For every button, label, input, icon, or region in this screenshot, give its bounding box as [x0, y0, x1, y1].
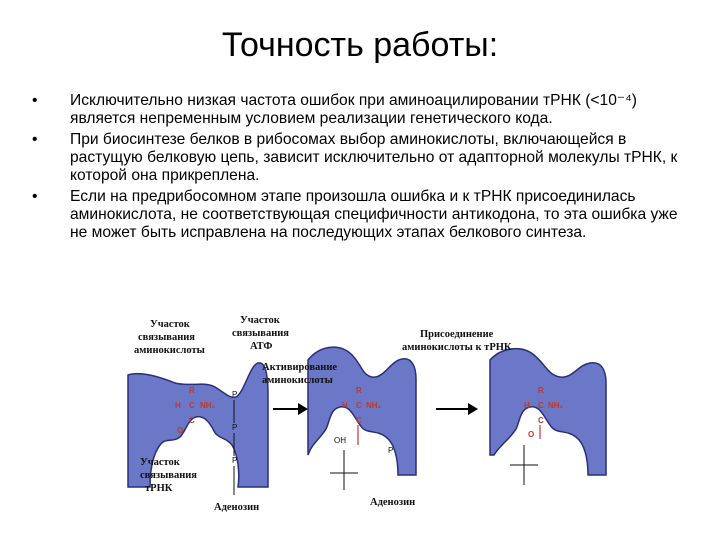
- bullet-item: • Исключительно низкая частота ошибок пр…: [32, 92, 682, 128]
- svg-text:H: H: [524, 401, 530, 410]
- bullet-marker: •: [32, 92, 38, 109]
- svg-text:C: C: [356, 416, 362, 425]
- svg-text:C: C: [189, 416, 195, 425]
- svg-text:C: C: [356, 401, 362, 410]
- svg-text:C: C: [189, 401, 195, 410]
- svg-text:NH₂: NH₂: [366, 401, 382, 410]
- bullet-marker: •: [32, 188, 38, 205]
- svg-text:R: R: [356, 386, 362, 395]
- bullet-text: Если на предрибосомном этапе произошла о…: [70, 188, 678, 241]
- bullet-marker: •: [32, 131, 38, 148]
- bullet-list: • Исключительно низкая частота ошибок пр…: [32, 92, 682, 245]
- svg-text:NH₂: NH₂: [200, 401, 216, 410]
- bullet-text: Исключительно низкая частота ошибок при …: [70, 92, 638, 127]
- enzyme-shape-3: [489, 348, 607, 476]
- adenosine-label-1: Аденозин: [214, 502, 259, 513]
- svg-text:OH: OH: [334, 436, 346, 445]
- svg-text:O: O: [177, 426, 183, 435]
- svg-text:P: P: [388, 446, 393, 455]
- svg-text:C: C: [538, 416, 544, 425]
- svg-text:H: H: [342, 401, 348, 410]
- arrow-step-1: [273, 403, 308, 415]
- arrow-step-2: [436, 403, 478, 415]
- bullet-text: При биосинтезе белков в рибосомах выбор …: [70, 131, 678, 184]
- svg-text:C: C: [538, 401, 544, 410]
- aa-site-label-2: связывания: [138, 332, 195, 343]
- page-title: Точность работы:: [221, 26, 499, 64]
- svg-text:O: O: [528, 430, 534, 439]
- svg-text:R: R: [189, 386, 195, 395]
- aa-site-label-1: Участок: [150, 319, 191, 330]
- atp-site-label-1: Участок: [240, 315, 281, 326]
- enzyme-shape-1: [127, 362, 269, 488]
- aa-site-label-3: аминокислоты: [134, 345, 205, 356]
- svg-text:P: P: [232, 456, 237, 465]
- aminoacyl-amp-molecule: R H C NH₂ C O P P P: [175, 386, 237, 495]
- svg-text:P: P: [232, 390, 237, 399]
- trna-site-label-2: связывания: [140, 470, 197, 481]
- trna-aminoacid-molecule-2: R H C NH₂ C O: [510, 386, 564, 485]
- trna-aminoacid-molecule-1: R H C NH₂ C OH P: [330, 386, 393, 490]
- attachment-label-1: Присоединение: [420, 329, 494, 340]
- bullet-item: • Если на предрибосомном этапе произошла…: [32, 188, 682, 242]
- svg-text:H: H: [175, 401, 181, 410]
- svg-text:P: P: [232, 423, 237, 432]
- trna-site-label-3: тРНК: [145, 483, 173, 494]
- activation-label-2: аминокислоты: [262, 375, 333, 386]
- attachment-label-2: аминокислоты к тРНК: [402, 342, 512, 353]
- adenosine-label-2: Аденозин: [370, 497, 415, 508]
- enzyme-shape-2: [307, 346, 417, 476]
- aminoacylation-diagram: Участок связывания аминокислоты Участок …: [127, 315, 607, 513]
- svg-text:R: R: [538, 386, 544, 395]
- svg-text:NH₂: NH₂: [548, 401, 564, 410]
- trna-site-label-1: Участок: [140, 457, 181, 468]
- atp-site-label-2: связывания: [232, 328, 289, 339]
- bullet-item: • При биосинтезе белков в рибосомах выбо…: [32, 131, 682, 185]
- activation-label-1: Активирование: [262, 362, 337, 373]
- atp-site-label-3: АТФ: [250, 341, 272, 352]
